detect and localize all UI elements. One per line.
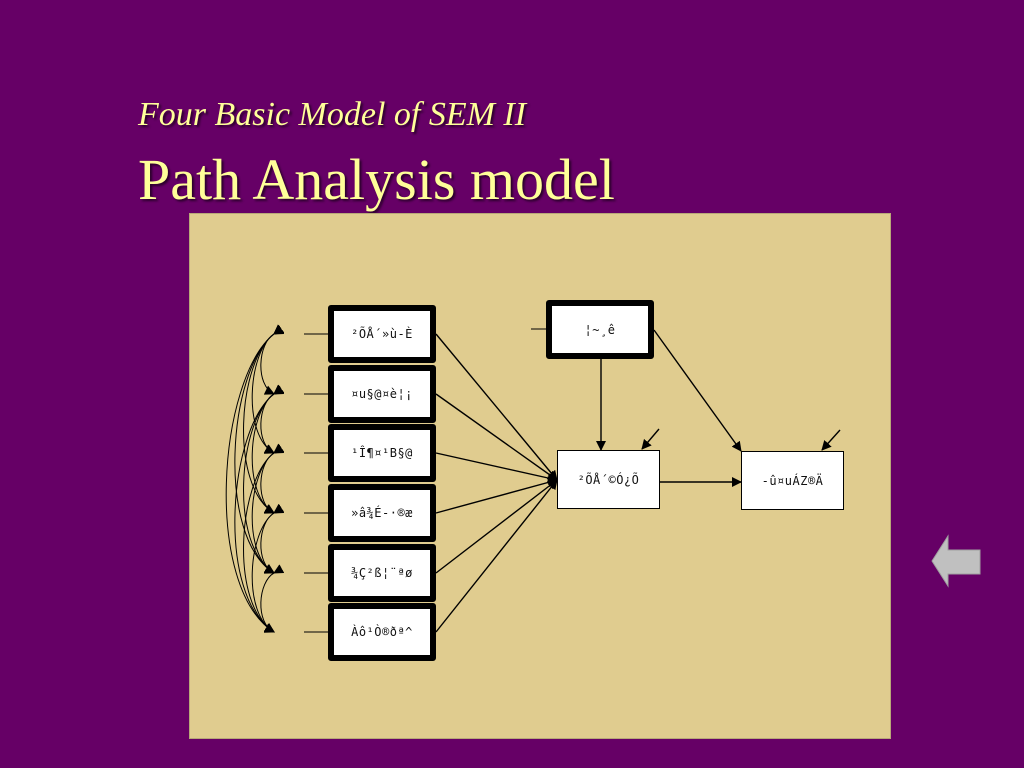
correlation-arc bbox=[251, 443, 285, 574]
exogenous-variable-box: ¾Ç²ß¦¨ªø bbox=[328, 544, 436, 602]
correlation-arc bbox=[234, 384, 285, 633]
correlation-arc bbox=[260, 444, 285, 514]
correlation-arc bbox=[243, 324, 285, 514]
slide-subtitle: Four Basic Model of SEM II bbox=[138, 96, 527, 133]
exogenous-variable-box: ¹Î¶¤¹B§@ bbox=[328, 424, 436, 482]
path-diagram: ²ÕÅ´»ù-È ¤u§@¤è¦¡ ¹Î¶¤¹B§@ »â¾É-·®æ ¾Ç²ß… bbox=[189, 213, 891, 739]
exogenous-variable-box: ²ÕÅ´»ù-È bbox=[328, 305, 436, 363]
top-variable-box: ¦~¸ê bbox=[546, 300, 654, 359]
path-arrow bbox=[653, 329, 742, 452]
exogenous-variable-box: ¤u§@¤è¦¡ bbox=[328, 365, 436, 423]
slide-title: Path Analysis model bbox=[138, 147, 615, 212]
path-arrow bbox=[435, 452, 558, 483]
correlation-arc bbox=[251, 324, 285, 454]
correlation-arc bbox=[234, 324, 285, 574]
exogenous-variable-box: Àô¹Ò®ðª^ bbox=[328, 603, 436, 661]
error-term-arrow bbox=[641, 428, 660, 450]
correlation-arc bbox=[243, 384, 285, 574]
exogenous-variable-box: »â¾É-·®æ bbox=[328, 484, 436, 542]
correlation-arc bbox=[260, 325, 285, 395]
outcome-variable-box: -û¤uÁZ®Ä bbox=[741, 451, 844, 510]
path-arrow bbox=[435, 333, 558, 481]
error-term-arrow bbox=[821, 429, 841, 451]
path-arrow bbox=[435, 479, 558, 633]
correlation-arc bbox=[251, 384, 285, 514]
correlation-arc bbox=[225, 324, 285, 633]
path-arrow bbox=[435, 393, 558, 481]
correlation-arc bbox=[260, 385, 285, 454]
path-arrow bbox=[435, 479, 558, 574]
correlation-arc bbox=[260, 564, 285, 633]
path-arrow bbox=[435, 477, 558, 514]
diagram-connectors bbox=[225, 324, 841, 633]
correlation-arc bbox=[243, 443, 285, 633]
back-button[interactable] bbox=[930, 534, 982, 588]
mediator-variable-box: ²ÕÅ´©Ó¿Õ bbox=[557, 450, 660, 509]
left-arrow-icon bbox=[931, 534, 981, 588]
